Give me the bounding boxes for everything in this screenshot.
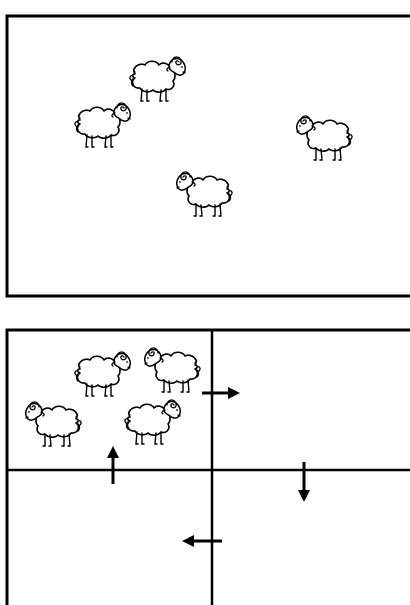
sheep-1 — [130, 57, 185, 101]
sheep-3 — [297, 116, 352, 160]
arrow-up-icon — [107, 446, 119, 484]
sheep-7 — [26, 402, 81, 446]
arrow-left-icon — [182, 535, 222, 547]
sheep-8 — [125, 400, 180, 444]
bottom-panel — [7, 330, 410, 605]
sheep-6 — [145, 348, 200, 392]
sheep-5 — [75, 352, 130, 396]
arrow-right-icon — [202, 387, 240, 399]
bottom-panel-frame — [7, 330, 410, 605]
top-panel — [7, 16, 410, 296]
arrow-down-icon — [298, 462, 310, 502]
top-panel-frame — [7, 16, 410, 296]
sheep-4 — [177, 172, 232, 216]
sheep-2 — [75, 103, 130, 147]
